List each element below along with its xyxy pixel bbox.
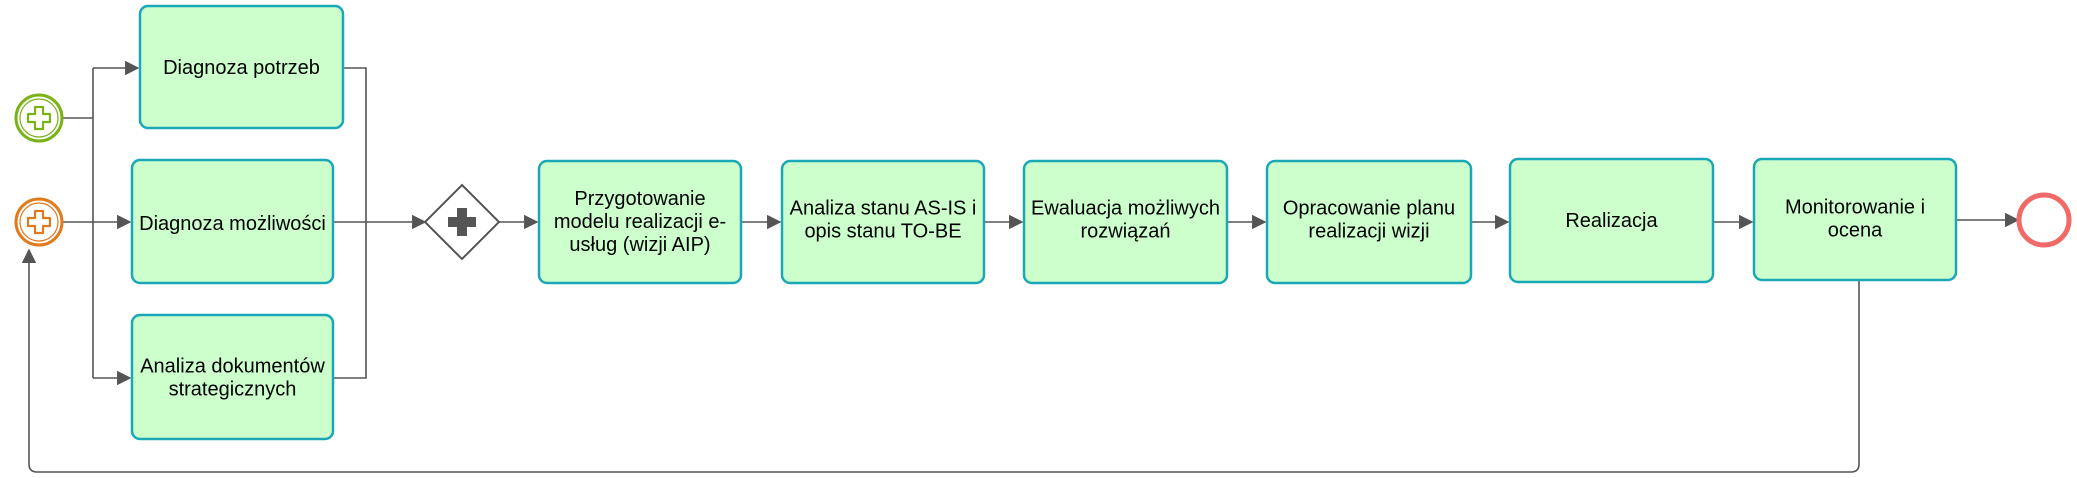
flow-loop-back <box>21 248 1860 473</box>
task-label: Monitorowanie i <box>1785 197 1925 219</box>
task-label: rozwiązań <box>1080 221 1170 243</box>
task-realizacja[interactable]: Realizacja <box>1508 157 1715 284</box>
plus-icon <box>26 105 52 131</box>
flow-analiza-dokumentow-out <box>333 222 367 379</box>
task-diagnoza-mozliwosci[interactable]: Diagnoza możliwości <box>130 158 335 285</box>
task-box <box>138 4 345 130</box>
start-event-2[interactable] <box>14 197 64 247</box>
task-box <box>1022 159 1229 285</box>
task-label: opis stanu TO-BE <box>804 221 961 243</box>
end-event[interactable] <box>2016 192 2072 248</box>
task-box <box>537 159 743 285</box>
task-box <box>780 159 986 285</box>
start-event-1[interactable] <box>14 93 64 143</box>
task-box <box>130 158 335 285</box>
plus-icon <box>448 208 476 236</box>
task-box <box>1508 157 1715 284</box>
task-label: Analiza stanu AS-IS i <box>790 198 977 220</box>
task-box <box>130 313 335 441</box>
task-label: ocena <box>1828 220 1883 242</box>
task-box <box>1752 157 1958 282</box>
flow-diagnoza-potrzeb-out <box>343 67 367 222</box>
sequence-flows <box>21 60 2020 473</box>
task-label: Opracowanie planu <box>1283 198 1455 220</box>
task-diagnoza-potrzeb[interactable]: Diagnoza potrzeb <box>138 4 345 130</box>
task-label: Ewaluacja możliwych <box>1031 198 1220 220</box>
task-label: strategicznych <box>169 379 297 401</box>
task-label: Analiza dokumentów <box>140 356 325 378</box>
task-box <box>1265 159 1473 285</box>
task-label: modelu realizacji e- <box>554 211 726 233</box>
parallel-gateway[interactable] <box>423 183 501 261</box>
plus-icon <box>26 209 52 235</box>
task-label: Przygotowanie <box>574 188 705 210</box>
task-label: usług (wizji AIP) <box>569 234 710 256</box>
task-label: Diagnoza możliwości <box>139 213 326 235</box>
task-label: Realizacja <box>1565 210 1658 232</box>
task-label: Diagnoza potrzeb <box>163 57 320 79</box>
task-label: realizacji wizji <box>1308 221 1429 243</box>
